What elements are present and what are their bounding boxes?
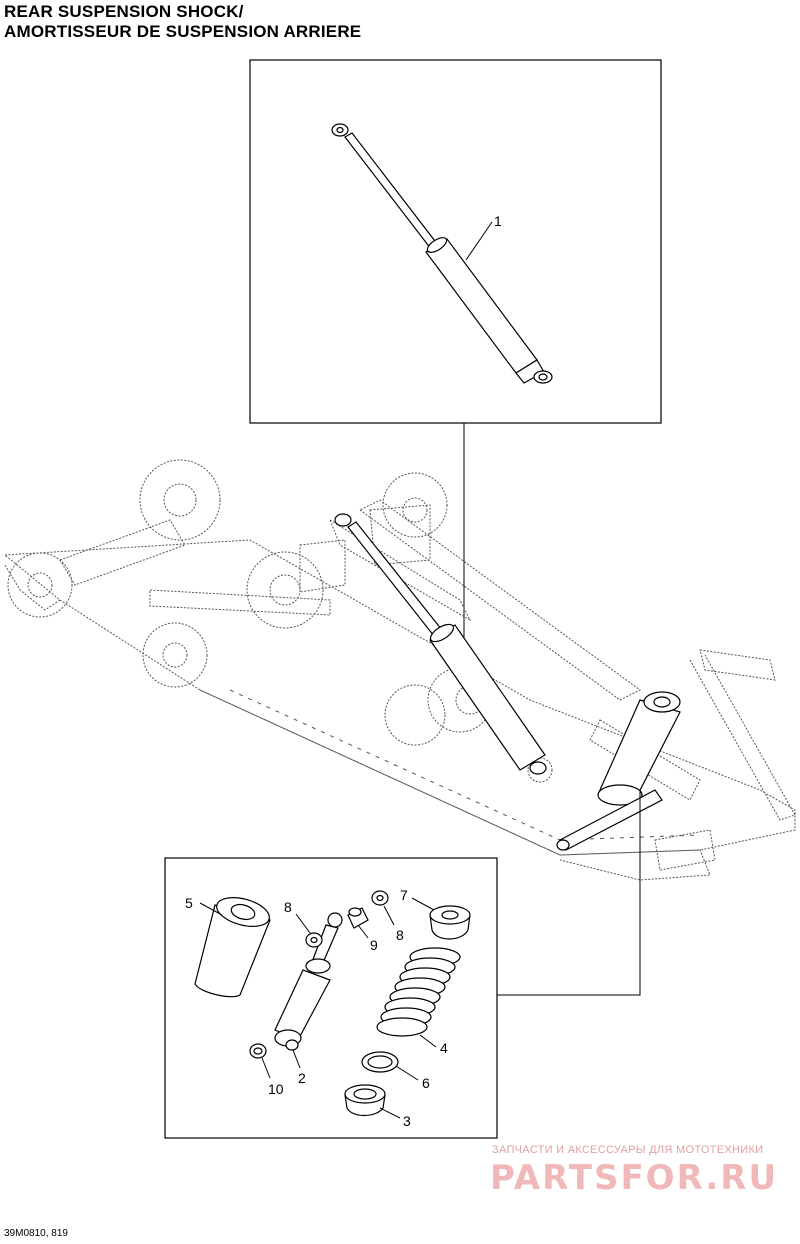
leader-3 bbox=[379, 1107, 401, 1119]
assembly-coilover-shock bbox=[556, 691, 681, 851]
part-10-bushing bbox=[249, 1043, 267, 1059]
part-4-coil-spring bbox=[376, 947, 461, 1037]
callout-3: 3 bbox=[403, 1113, 411, 1129]
callout-4: 4 bbox=[440, 1040, 448, 1056]
callout-2: 2 bbox=[298, 1070, 306, 1086]
leader-coilover-to-detail bbox=[497, 790, 641, 996]
leader-2 bbox=[292, 1049, 301, 1069]
leader-10 bbox=[261, 1057, 271, 1079]
leader-6 bbox=[395, 1065, 419, 1081]
callout-7: 7 bbox=[400, 887, 408, 903]
leader-4 bbox=[419, 1034, 437, 1048]
part-5-sleeve bbox=[194, 897, 271, 998]
part-9-pin bbox=[347, 907, 369, 929]
title-line-english: REAR SUSPENSION SHOCK/ bbox=[4, 2, 244, 21]
callout-1: 1 bbox=[494, 213, 502, 229]
leader-8-right bbox=[383, 905, 395, 926]
part-8-washer-left bbox=[305, 932, 323, 948]
leader-8-left bbox=[295, 913, 311, 934]
callout-6: 6 bbox=[422, 1075, 430, 1091]
detail-box-coilover bbox=[164, 857, 498, 1139]
callout-5: 5 bbox=[185, 895, 193, 911]
leader-7 bbox=[411, 897, 435, 911]
watermark-tagline: ЗАПЧАСТИ И АКСЕССУАРЫ ДЛЯ МОТОТЕХНИКИ bbox=[492, 1144, 764, 1156]
detail-box-shock bbox=[249, 59, 662, 424]
leader-1 bbox=[465, 221, 493, 261]
part-3-adjuster-nut bbox=[344, 1084, 386, 1117]
watermark-brand: PARTSFOR.RU bbox=[490, 1158, 779, 1198]
part-2-shock-body bbox=[274, 912, 343, 1051]
callout-8-right: 8 bbox=[396, 927, 404, 943]
part-6-ring bbox=[361, 1051, 399, 1073]
leader-5 bbox=[199, 902, 223, 916]
shock-absorber-part-1 bbox=[331, 123, 553, 384]
rear-suspension-assembly bbox=[3, 459, 796, 881]
callout-8-left: 8 bbox=[284, 899, 292, 915]
page-title: REAR SUSPENSION SHOCK/ AMORTISSEUR DE SU… bbox=[4, 2, 361, 42]
part-8-washer-right bbox=[371, 890, 389, 906]
leader-9 bbox=[357, 924, 369, 939]
drawing-reference: 39M0810, 819 bbox=[4, 1228, 68, 1239]
part-7-spring-seat bbox=[429, 905, 471, 940]
assembly-shock-1 bbox=[334, 513, 547, 775]
title-line-french: AMORTISSEUR DE SUSPENSION ARRIERE bbox=[4, 22, 362, 41]
callout-9: 9 bbox=[370, 937, 378, 953]
callout-10: 10 bbox=[268, 1081, 284, 1097]
